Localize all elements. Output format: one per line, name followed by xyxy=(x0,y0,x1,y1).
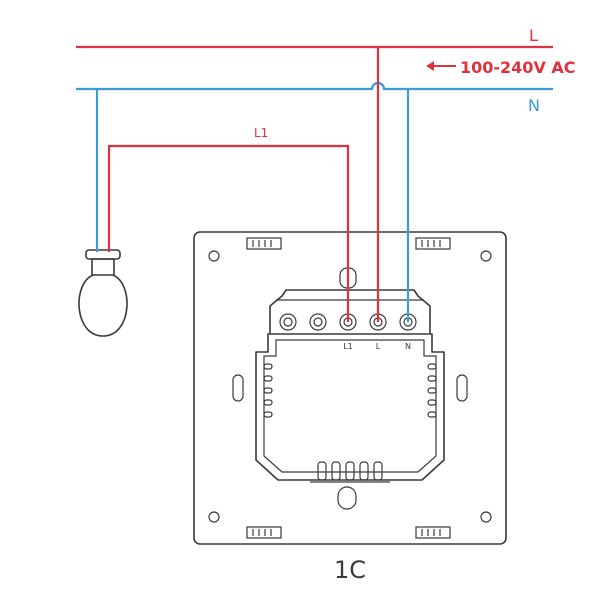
switch-plate xyxy=(193,231,507,545)
clip-top-right xyxy=(415,237,451,250)
terminal-screws xyxy=(279,313,417,331)
clip-bottom-right xyxy=(415,526,451,539)
clip-top-left xyxy=(246,237,282,250)
switch-module xyxy=(255,267,445,483)
light-bulb-icon xyxy=(78,249,128,337)
plate-outline xyxy=(193,231,507,545)
wires xyxy=(76,45,553,322)
load-label: L1 xyxy=(254,126,268,140)
side-slot-left xyxy=(232,374,244,402)
load-wire-l1 xyxy=(107,144,350,322)
terminal-screw-1 xyxy=(279,313,297,331)
screw-hole-bottom-right xyxy=(480,511,492,523)
bulb-cap xyxy=(85,249,121,260)
model-label: 1C xyxy=(334,556,366,584)
neutral-wire xyxy=(76,81,553,91)
bottom-pins xyxy=(310,461,390,483)
arrow-left-icon xyxy=(426,61,456,71)
terminal-block xyxy=(269,289,431,334)
module-body xyxy=(255,333,445,481)
bulb-glass xyxy=(78,274,128,337)
live-label: L xyxy=(529,26,538,45)
side-slot-right xyxy=(456,374,468,402)
vents-left xyxy=(263,363,273,418)
supply-label: 100-240V AC xyxy=(460,58,576,77)
terminal-label-l: L xyxy=(376,342,381,351)
screw-hole-top-right xyxy=(480,250,492,262)
terminal-screw-2 xyxy=(309,313,327,331)
vents-right xyxy=(427,363,437,418)
module-inner xyxy=(263,339,437,473)
terminal-label-l1: L1 xyxy=(343,342,353,351)
bulb-socket xyxy=(91,258,115,276)
clip-bottom-left xyxy=(246,526,282,539)
screw-hole-top-left xyxy=(208,250,220,262)
neutral-label: N xyxy=(528,96,540,115)
bottom-oval xyxy=(337,486,357,510)
terminal-label-n: N xyxy=(405,342,411,351)
screw-hole-bottom-left xyxy=(208,511,220,523)
